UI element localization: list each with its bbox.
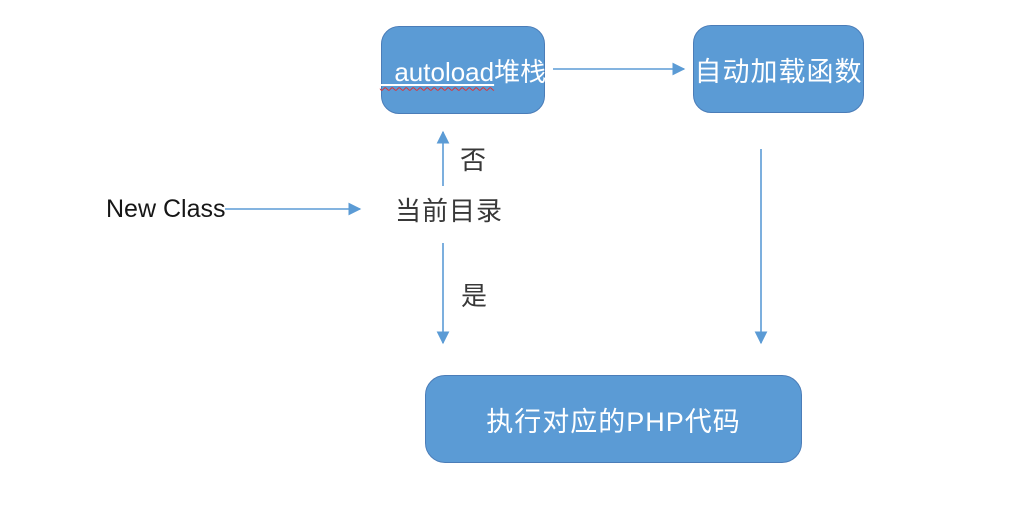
node-autoload-func: 自动加载函数: [693, 25, 864, 113]
label-current-dir: 当前目录: [395, 196, 504, 226]
branch-label-no: 否: [460, 145, 487, 175]
node-autoload-stack-label: _autoload堆栈: [380, 52, 546, 89]
node-exec-php: 执行对应的PHP代码: [425, 375, 802, 463]
node-autoload-stack-suffix: 堆栈: [494, 56, 547, 87]
node-exec-php-label: 执行对应的PHP代码: [486, 406, 741, 437]
node-autoload-func-label: 自动加载函数: [694, 56, 863, 87]
spellcheck-squiggle: _autoload: [379, 56, 495, 87]
branch-label-yes: 是: [461, 281, 488, 311]
node-autoload-stack: _autoload堆栈: [380, 26, 546, 114]
spellcheck-underline: _autoload: [380, 57, 494, 87]
label-new-class: New Class: [106, 195, 226, 223]
